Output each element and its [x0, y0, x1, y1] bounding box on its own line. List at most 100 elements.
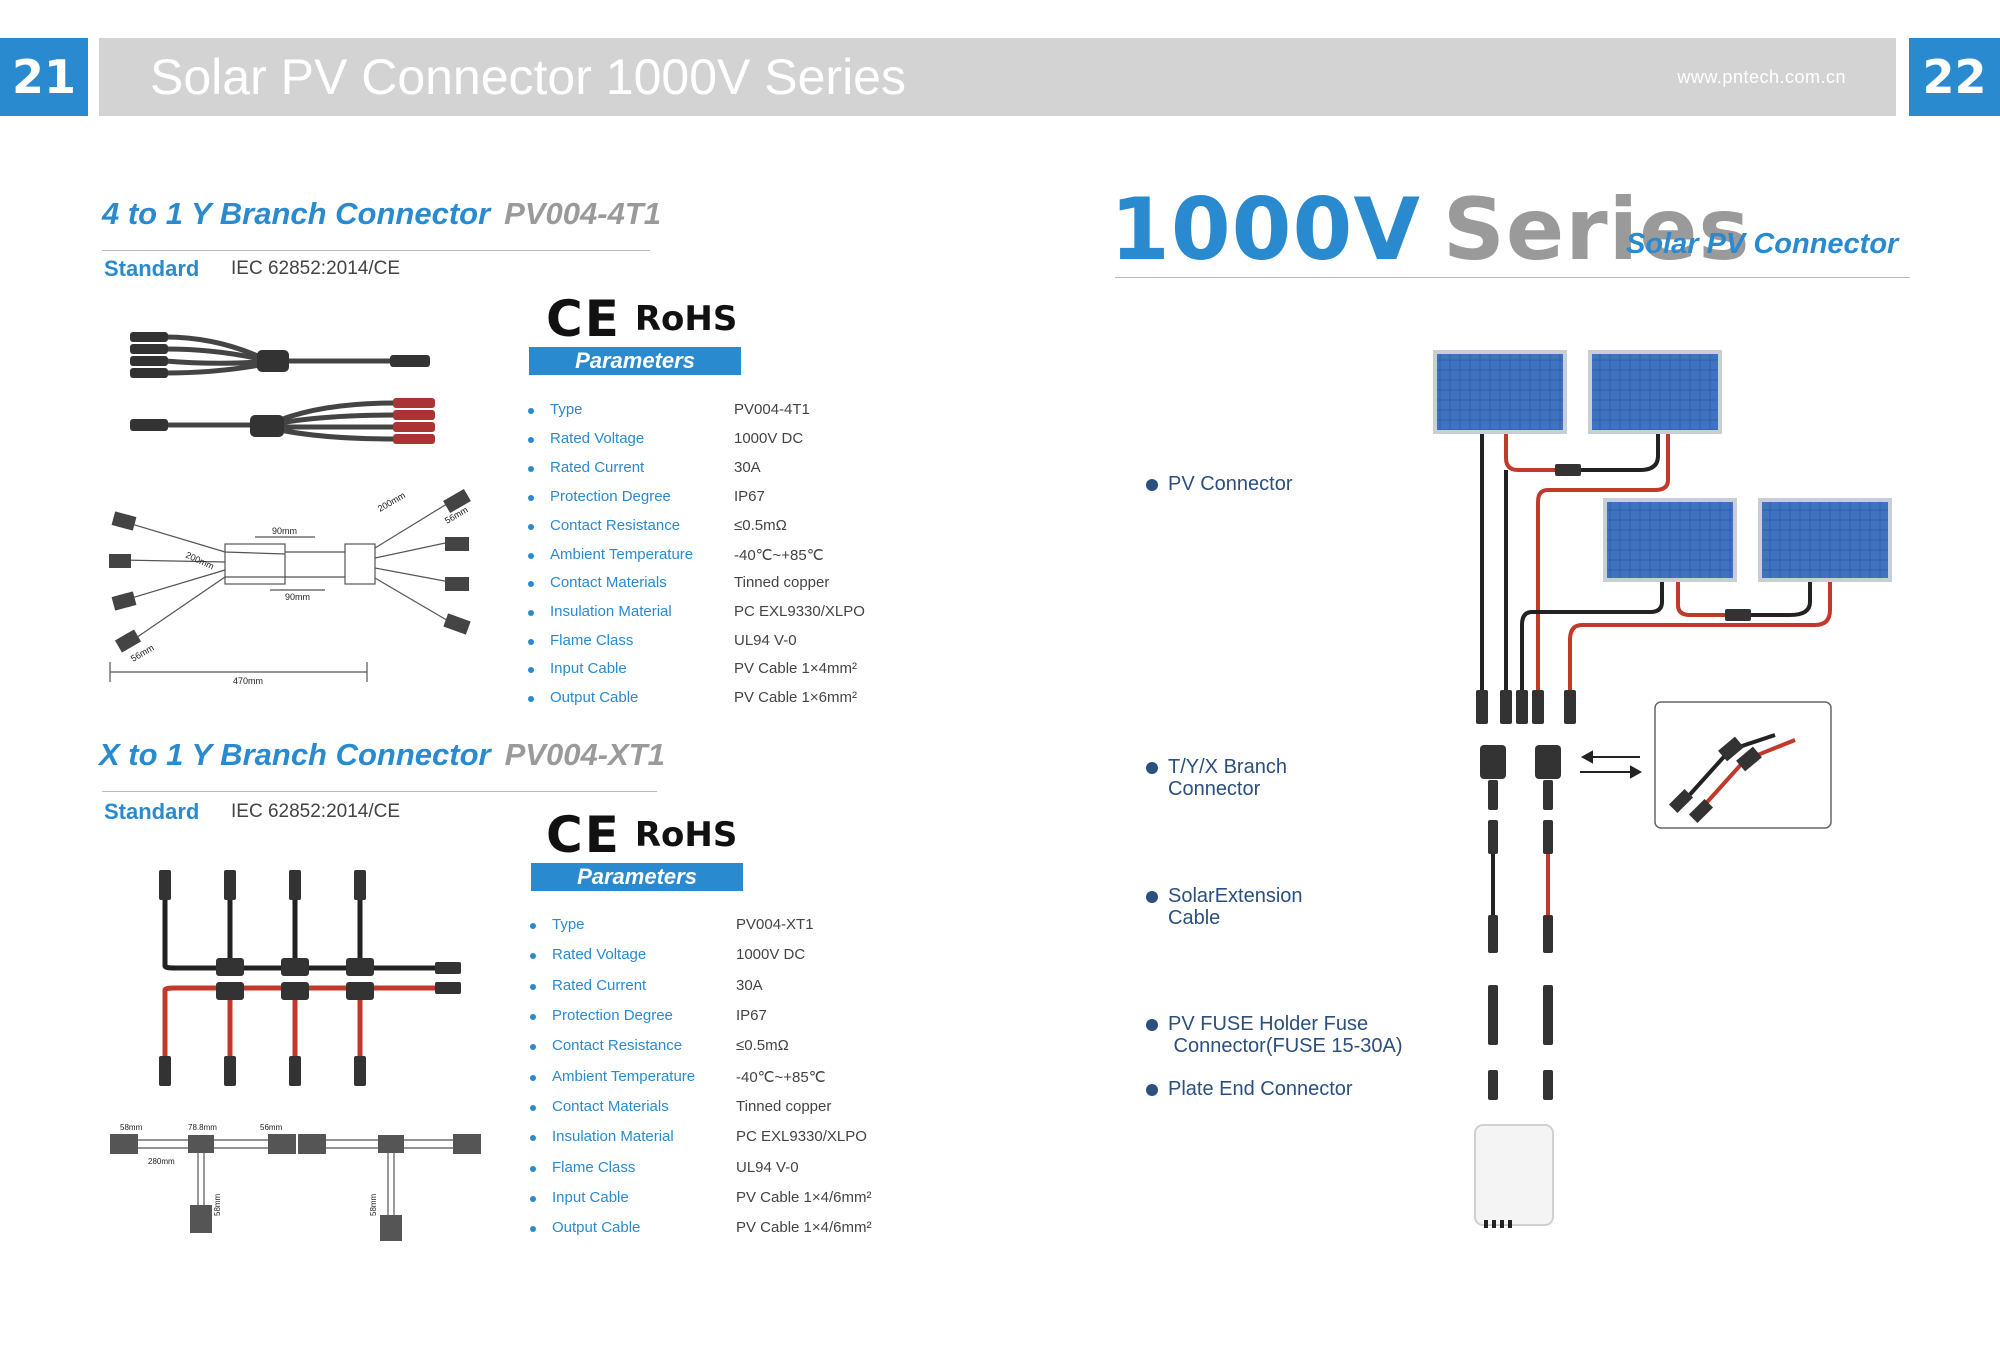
product-photo-4t1 [130, 332, 435, 444]
product-name: X to 1 Y Branch Connector [99, 737, 491, 772]
series-number: 1000V [1110, 180, 1421, 280]
standard-value: IEC 62852:2014/CE [231, 801, 401, 822]
bullet-icon [1146, 762, 1158, 774]
technical-drawing-4t1: 90mm 200mm 56mm 90mm 200mm 56mm 470mm [109, 488, 471, 686]
spec-label: Contact Resistance [550, 517, 681, 534]
spec-label: Protection Degree [552, 1007, 673, 1024]
spec-label: Insulation Material [550, 603, 672, 620]
system-diagram [1433, 350, 1892, 1228]
bullet-icon [1146, 891, 1158, 903]
solar-panel-icon [1433, 350, 1567, 434]
spec-label: Rated Current [550, 459, 645, 476]
spec-label: Input Cable [550, 660, 627, 677]
divider [1115, 277, 1910, 278]
spec-value: ≤0.5mΩ [736, 1037, 789, 1054]
spec-value: 1000V DC [734, 430, 804, 447]
product-title: X to 1 Y Branch Connector PV004-XT1 [99, 737, 665, 773]
bullet-icon [528, 639, 534, 645]
bullet-icon [530, 1075, 536, 1081]
bullet-icon [530, 1226, 536, 1232]
bullet-icon [530, 923, 536, 929]
rohs-mark: RoHS [634, 299, 738, 339]
legend-item-fuse-holder: PV FUSE Holder Fuse Connector(FUSE 15-30… [1146, 1013, 1403, 1057]
certification-marks: CE RoHS [546, 290, 737, 348]
spec-label: Rated Voltage [550, 430, 645, 447]
spec-value: UL94 V-0 [734, 632, 797, 649]
website-url[interactable]: www.pntech.com.cn [1677, 67, 1846, 87]
legend-label: PV Connector [1168, 473, 1293, 495]
spec-label: Type [550, 401, 583, 418]
spec-value: 30A [736, 977, 763, 994]
ce-mark: CE [546, 290, 621, 348]
series-word: Series [1442, 180, 1751, 280]
dimension-label: 200mm [184, 550, 215, 572]
spec-value: PV Cable 1×6mm² [734, 689, 857, 706]
bullet-icon [528, 610, 534, 616]
spec-label: Contact Resistance [552, 1037, 683, 1054]
spec-label: Rated Voltage [552, 946, 647, 963]
spec-value: 30A [734, 459, 761, 476]
spec-value: -40℃~+85℃ [734, 547, 824, 564]
bullet-icon [528, 437, 534, 443]
bullet-icon [1146, 479, 1158, 491]
spec-label: Insulation Material [552, 1128, 674, 1145]
spec-label: Output Cable [550, 689, 639, 706]
spec-value: Tinned copper [736, 1098, 832, 1115]
solar-panel-icon [1588, 350, 1722, 434]
spec-value: PV Cable 1×4/6mm² [736, 1219, 872, 1236]
spec-value: 1000V DC [736, 946, 806, 963]
spec-value: IP67 [734, 488, 765, 505]
bullet-icon [530, 1135, 536, 1141]
right-page-number: 22 [1909, 38, 2000, 116]
legend-item-extension-cable: SolarExtension Cable [1146, 885, 1303, 929]
spec-label: Rated Current [552, 977, 647, 994]
bullet-icon [528, 581, 534, 587]
spec-label: Contact Materials [552, 1098, 669, 1115]
spec-value: IP67 [736, 1007, 767, 1024]
dimension-label: 58mm [120, 1123, 143, 1132]
bullet-icon [528, 524, 534, 530]
legend-label: Plate End Connector [1168, 1078, 1353, 1100]
legend-item-branch-connector: T/Y/X Branch Connector [1146, 756, 1287, 800]
spec-label: Input Cable [552, 1189, 629, 1206]
dimension-label: 90mm [285, 592, 310, 602]
spec-value: ≤0.5mΩ [734, 517, 787, 534]
solar-panel-icon [1758, 498, 1892, 582]
standard-label: Standard [104, 256, 200, 281]
spec-value: PV004-XT1 [736, 916, 814, 933]
bullet-icon [530, 1105, 536, 1111]
spec-value: PV004-4T1 [734, 401, 810, 418]
spec-value: PV Cable 1×4/6mm² [736, 1189, 872, 1206]
spec-label: Flame Class [552, 1159, 636, 1176]
bullet-icon [1146, 1084, 1158, 1096]
inverter-icon [1474, 1124, 1554, 1228]
parameters-heading: Parameters [529, 347, 741, 375]
bullet-icon [1146, 1019, 1158, 1031]
legend-item-plate-end: Plate End Connector [1146, 1078, 1353, 1100]
spec-value: PV Cable 1×4mm² [734, 660, 857, 677]
divider [102, 791, 657, 792]
spec-label: Type [552, 916, 585, 933]
spec-value: Tinned copper [734, 574, 830, 591]
certification-marks: CE RoHS [546, 806, 737, 864]
parameters-heading: Parameters [531, 863, 743, 891]
spec-value: UL94 V-0 [736, 1159, 799, 1176]
legend-label: T/Y/X Branch Connector [1168, 756, 1287, 800]
spec-label: Protection Degree [550, 488, 671, 505]
dimension-label: 280mm [148, 1157, 175, 1166]
spec-value: PC EXL9330/XLPO [734, 603, 865, 620]
left-page-number: 21 [0, 38, 88, 116]
divider [102, 250, 650, 251]
branch-connector-inset [1654, 701, 1832, 829]
dimension-label: 90mm [272, 526, 297, 536]
dimension-label: 470mm [233, 676, 263, 686]
legend-label: PV FUSE Holder Fuse Connector(FUSE 15-30… [1168, 1013, 1403, 1057]
product-code: PV004-XT1 [504, 737, 665, 772]
product-photo-xt1 [159, 870, 461, 1086]
spec-label: Output Cable [552, 1219, 641, 1236]
dimension-label: 56mm [260, 1123, 283, 1132]
solar-panel-icon [1603, 498, 1737, 582]
bullet-icon [528, 667, 534, 673]
page-title: Solar PV Connector 1000V Series [150, 49, 906, 105]
